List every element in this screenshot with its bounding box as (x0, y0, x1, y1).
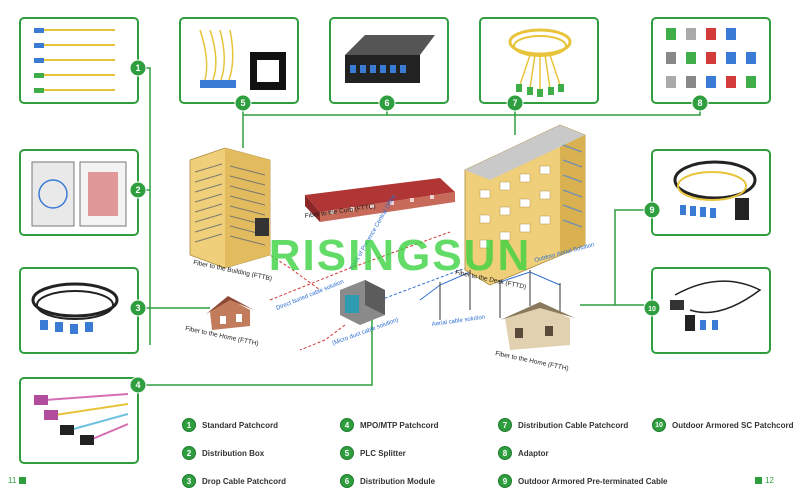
product-box-2[interactable] (19, 149, 139, 236)
legend-badge-2: 2 (182, 446, 196, 460)
legend-label-8: Adaptor (518, 448, 549, 458)
watermark-text: RISINGSUN (269, 231, 531, 280)
connector-9 (614, 209, 655, 306)
legend-item-7: 7 Distribution Cable Patchcord (498, 415, 628, 435)
callout-badge-2[interactable]: 2 (129, 181, 147, 199)
product-box-7[interactable] (479, 17, 599, 104)
legend-badge-7: 7 (498, 418, 512, 432)
legend-badge-5: 5 (340, 446, 354, 460)
product-box-9[interactable] (651, 149, 771, 236)
legend-label-6: Distribution Module (360, 476, 436, 486)
callout-badge-2-num: 2 (135, 185, 140, 195)
legend-item-8: 8 Adaptor (498, 443, 549, 463)
micro-duct-route (299, 324, 346, 351)
fttd-building (464, 124, 586, 286)
callout-badge-1[interactable]: 1 (129, 59, 147, 77)
legend-label-10: Outdoor Armored SC Patchcord (672, 420, 794, 430)
product-box-3[interactable] (19, 267, 139, 354)
callout-badge-4-num: 4 (135, 380, 140, 390)
legend-item-5: 5 PLC Splitter (340, 443, 406, 463)
connector-top-bus (243, 103, 701, 116)
fttc-houses (305, 178, 455, 222)
callout-badge-9[interactable]: 9 (643, 201, 661, 219)
legend-label-4: MPO/MTP Patchcord (360, 420, 439, 430)
legend-label-2: Distribution Box (202, 448, 265, 458)
product-box-10[interactable] (651, 267, 771, 354)
callout-badge-3[interactable]: 3 (129, 299, 147, 317)
legend-item-3: 3 Drop Cable Patchcord (182, 471, 286, 491)
connector-4 (138, 318, 373, 386)
callout-badges: 1 2 3 4 5 6 7 8 9 10 (129, 59, 709, 394)
label-ftth-right: Fiber to the Home (FTTH) (495, 350, 570, 372)
legend-badge-10: 10 (652, 418, 666, 432)
legend-label-3: Drop Cable Patchcord (202, 476, 287, 486)
callout-badge-8-num: 8 (697, 98, 702, 108)
legend-item-2: 2 Distribution Box (182, 443, 264, 463)
legend-badge-9: 9 (498, 474, 512, 488)
product-box-6[interactable] (329, 17, 449, 104)
callout-badge-1-num: 1 (135, 63, 140, 73)
page-number-left-text: 11 (8, 476, 17, 485)
legend-label-7: Distribution Cable Patchcord (518, 420, 629, 430)
callout-badge-10[interactable]: 10 (643, 299, 661, 317)
legend-badge-1: 1 (182, 418, 196, 432)
legend-item-9: 9 Outdoor Armored Pre-terminated Cable (498, 471, 668, 491)
page-number-left: 11 (8, 476, 27, 485)
page-number-right-text: 12 (765, 476, 774, 485)
legend-label-9: Outdoor Armored Pre-terminated Cable (518, 476, 668, 486)
product-box-4[interactable] (19, 377, 139, 464)
callout-badge-3-num: 3 (135, 303, 140, 313)
pop-cabinet (340, 280, 385, 325)
legend-item-4: 4 MPO/MTP Patchcord (340, 415, 439, 435)
product-box-8[interactable] (651, 17, 771, 104)
callout-badge-5-num: 5 (240, 98, 245, 108)
legend-label-1: Standard Patchcord (202, 420, 279, 430)
ftth-left-house (206, 296, 254, 330)
callout-badge-10-num: 10 (648, 306, 656, 313)
label-direct-buried: Direct buried cable solution (276, 279, 345, 312)
ftth-right-house (500, 302, 575, 350)
fttb-building (189, 147, 271, 269)
callout-badge-7[interactable]: 7 (506, 94, 524, 112)
legend-item-10: 10 Outdoor Armored SC Patchcord (652, 415, 794, 435)
legend-label-5: PLC Splitter (360, 448, 406, 458)
callout-badge-8[interactable]: 8 (691, 94, 709, 112)
legend-badge-4: 4 (340, 418, 354, 432)
legend-badge-6: 6 (340, 474, 354, 488)
page-marker-right (755, 477, 762, 484)
callout-badge-9-num: 9 (649, 205, 654, 215)
legend-item-6: 6 Distribution Module (340, 471, 435, 491)
callout-badge-6[interactable]: 6 (378, 94, 396, 112)
callout-badge-5[interactable]: 5 (234, 94, 252, 112)
red-cable-route (269, 231, 451, 301)
scene-illustration (189, 124, 586, 350)
page-marker-left (19, 477, 27, 484)
page-number-right: 12 (755, 476, 774, 485)
callout-badge-7-num: 7 (512, 98, 517, 108)
legend-badge-3: 3 (182, 474, 196, 488)
callout-badge-4[interactable]: 4 (129, 376, 147, 394)
legend-item-1: 1 Standard Patchcord (182, 415, 278, 435)
legend-badge-8: 8 (498, 446, 512, 460)
callout-badge-6-num: 6 (384, 98, 389, 108)
product-box-1[interactable] (19, 17, 139, 104)
product-box-5[interactable] (179, 17, 299, 104)
